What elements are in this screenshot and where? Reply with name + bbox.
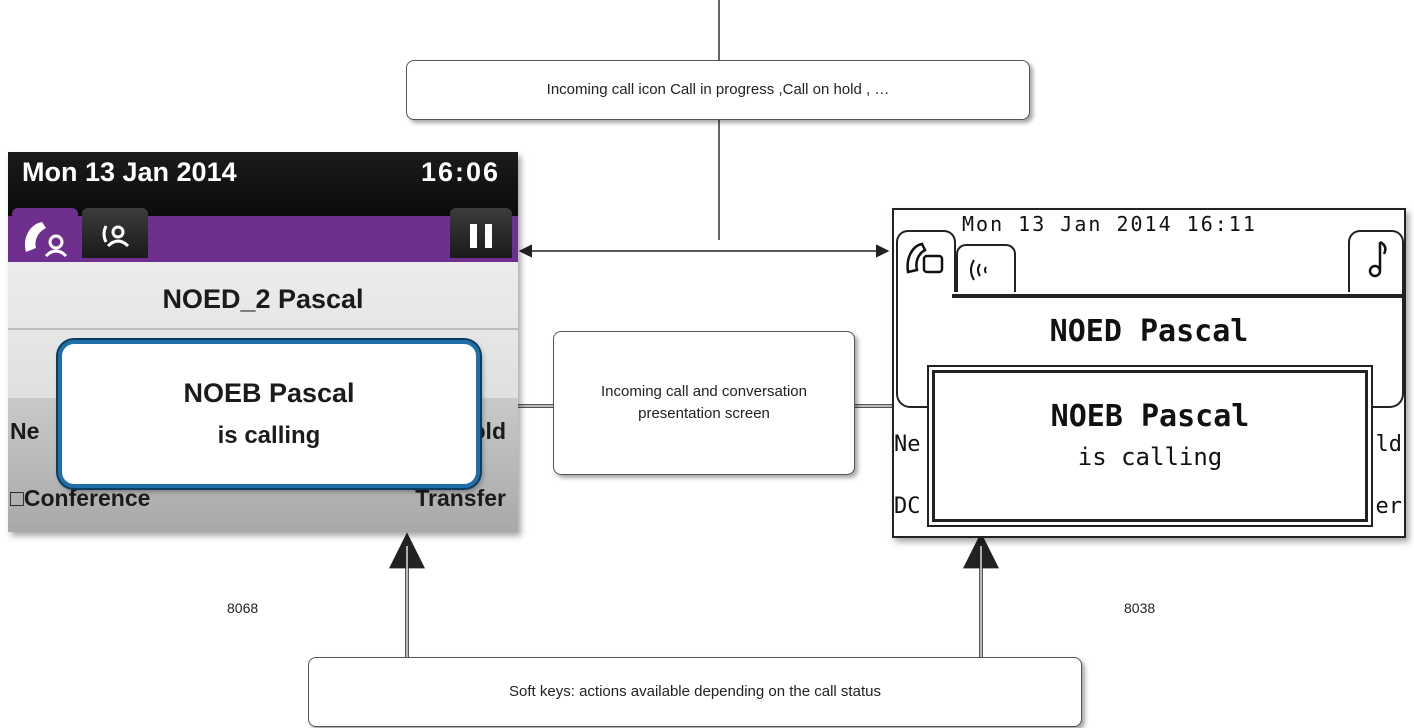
- popup-caller-name: NOEB Pascal: [183, 378, 355, 408]
- softkey-new[interactable]: Ne: [10, 418, 40, 444]
- incoming-call-popup[interactable]: NOEB Pascal is calling: [58, 340, 480, 488]
- music-note-icon: [1368, 240, 1387, 278]
- callout-presentation-screen: Incoming call and conversation presentat…: [553, 331, 855, 475]
- softkey-conference[interactable]: □Conference: [10, 485, 151, 511]
- callout-soft-keys: Soft keys: actions available depending o…: [308, 657, 1082, 727]
- softkey-new[interactable]: Ne: [894, 432, 921, 457]
- pause-icon: [470, 224, 492, 248]
- date-label: Mon 13 Jan 2014: [22, 157, 237, 187]
- tab-underline: [952, 294, 1404, 298]
- divider: [8, 328, 518, 330]
- phone-8038-screen: Mon 13 Jan 2014 16:11 NOED Pascal Ne ld …: [892, 208, 1406, 538]
- popup-caller-name: NOEB Pascal: [1050, 399, 1250, 434]
- callout-tab-icons: Incoming call icon Call in progress ,Cal…: [406, 60, 1030, 120]
- softkey-conference[interactable]: DC: [894, 494, 921, 519]
- tab-call[interactable]: [896, 230, 956, 292]
- contact-icon: [102, 225, 130, 248]
- caption-8068: 8068: [227, 600, 259, 616]
- caller-name: NOED Pascal: [1049, 314, 1249, 349]
- callout-soft-keys-text: Soft keys: actions available depending o…: [509, 683, 881, 700]
- softkey-hold[interactable]: ld: [1375, 432, 1403, 457]
- callout-presentation-screen-text: Incoming call and conversation presentat…: [601, 383, 807, 422]
- caller-name: NOED_2 Pascal: [162, 284, 364, 314]
- tab-hold[interactable]: [1348, 230, 1404, 292]
- tab-call[interactable]: [12, 208, 78, 262]
- callout-tab-icons-text: Incoming call icon Call in progress ,Cal…: [546, 81, 890, 98]
- caption-8038: 8038: [1124, 600, 1156, 616]
- time-label: 16:06: [420, 157, 500, 187]
- tab-conversation[interactable]: [82, 208, 148, 258]
- phone-8068-screen: Mon 13 Jan 2014 16:06 NOED_2 Pascal Ne o…: [8, 152, 518, 532]
- date-time-label: Mon 13 Jan 2014 16:11: [962, 212, 1257, 236]
- call-handset-icon: [24, 222, 68, 258]
- tab-hold[interactable]: [450, 208, 512, 258]
- popup-status: is calling: [1077, 443, 1223, 471]
- softkey-transfer[interactable]: Transfer: [415, 485, 506, 511]
- ringing-icon: [970, 259, 987, 281]
- tab-conversation[interactable]: [956, 244, 1016, 292]
- call-handset-icon: [906, 242, 944, 274]
- popup-status: is calling: [217, 422, 321, 449]
- softkey-transfer[interactable]: er: [1375, 494, 1403, 519]
- incoming-call-popup[interactable]: NOEB Pascal is calling: [932, 370, 1368, 522]
